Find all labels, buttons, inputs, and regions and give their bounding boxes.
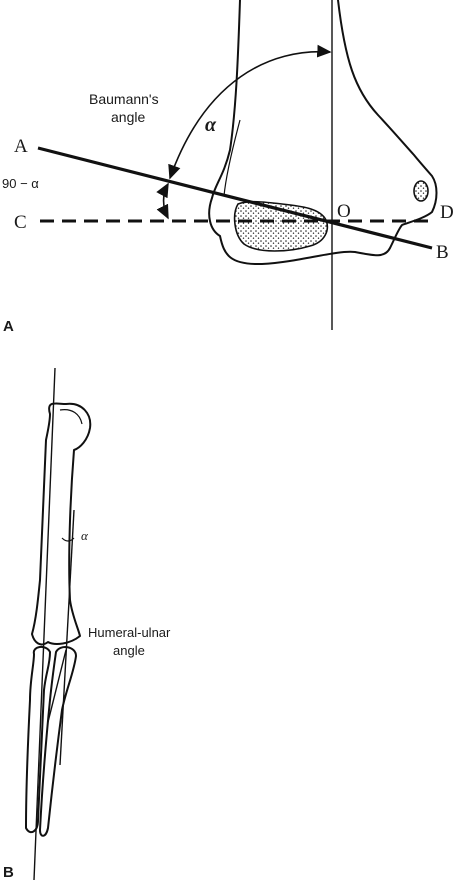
complement-angle-label: 90 − α xyxy=(2,176,39,191)
baumann-label-line1: Baumann's xyxy=(89,91,159,107)
point-a-label: A xyxy=(14,136,28,157)
humeral-ulnar-label-line1: Humeral-ulnar xyxy=(88,625,171,640)
humeral-head-line xyxy=(59,409,83,425)
panel-a: A B C D O Baumann's angle α 90 − α A xyxy=(2,0,454,335)
point-b-label: B xyxy=(436,242,449,263)
epicondyle-ossicle xyxy=(413,180,429,202)
alpha-label-a: α xyxy=(205,114,217,136)
complement-angle-arc xyxy=(156,182,169,220)
humerus-distal-outline xyxy=(208,0,438,266)
point-d-label: D xyxy=(440,202,454,223)
baumann-label-line2: angle xyxy=(111,109,145,125)
humerus-outline xyxy=(31,402,92,646)
baumann-angle-arc xyxy=(168,44,332,180)
point-o-label: O xyxy=(337,201,351,222)
humeral-ulnar-arc xyxy=(61,537,75,542)
radius-outline xyxy=(25,646,51,834)
line-a-b xyxy=(37,146,433,250)
panel-b-label: B xyxy=(3,864,14,880)
humeral-ulnar-label-line2: angle xyxy=(113,643,145,658)
point-c-label: C xyxy=(14,212,27,233)
ulnar-axis-line xyxy=(59,509,75,766)
elbow-crossing-line xyxy=(47,649,67,723)
ulna-outline xyxy=(39,646,77,837)
humeral-axis-line-b xyxy=(33,367,56,880)
panel-b: α Humeral-ulnar angle B xyxy=(3,367,171,880)
panel-a-label: A xyxy=(3,318,14,335)
alpha-label-b: α xyxy=(81,528,89,543)
